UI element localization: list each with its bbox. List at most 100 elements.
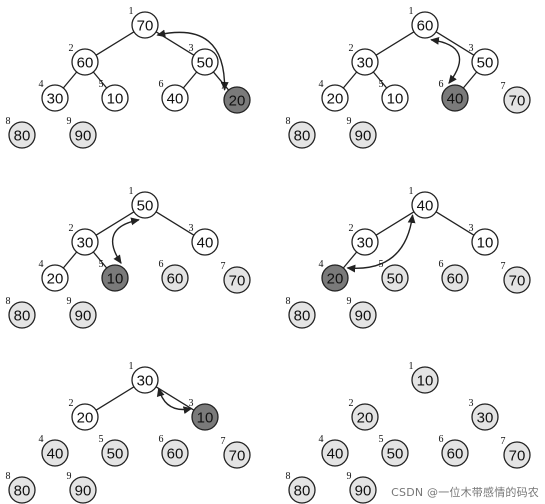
heap-node: 909 — [67, 296, 97, 329]
tree-edge — [92, 251, 108, 269]
heap-node: 808 — [286, 116, 316, 149]
tree-edge — [342, 71, 358, 89]
node-value: 50 — [107, 446, 124, 463]
swap-arrow — [156, 29, 229, 91]
heap-node: 701 — [129, 6, 159, 39]
node-value: 20 — [357, 410, 374, 427]
node-circle — [381, 84, 409, 112]
node-index-label: 1 — [409, 186, 414, 197]
node-value: 30 — [477, 410, 494, 427]
node-index-label: 2 — [349, 223, 354, 234]
heap-node: 105 — [99, 259, 129, 292]
node-index-label: 6 — [159, 79, 164, 90]
node-index-label: 1 — [409, 6, 414, 17]
heap-node: 204 — [319, 259, 349, 292]
heap-node: 403 — [189, 223, 219, 256]
heap-node: 707 — [221, 261, 251, 294]
heap-node: 707 — [501, 81, 531, 114]
node-index-label: 3 — [469, 398, 474, 409]
node-value: 80 — [294, 308, 311, 325]
node-value: 10 — [387, 91, 404, 108]
node-value: 70 — [137, 18, 154, 35]
node-circle — [351, 403, 379, 431]
node-circle — [381, 439, 409, 467]
node-value: 60 — [417, 18, 434, 35]
node-value: 60 — [167, 446, 184, 463]
node-value: 60 — [77, 55, 94, 72]
node-value: 20 — [327, 91, 344, 108]
node-value: 90 — [75, 308, 92, 325]
heap-node: 909 — [67, 116, 97, 149]
node-index-label: 4 — [319, 259, 324, 270]
heap-node: 304 — [39, 79, 69, 112]
node-value: 90 — [75, 128, 92, 145]
node-circle — [349, 476, 377, 504]
node-index-label: 5 — [379, 434, 384, 445]
node-circle — [288, 476, 316, 504]
node-value: 30 — [77, 235, 94, 252]
node-index-label: 2 — [349, 398, 354, 409]
heap-node: 105 — [379, 79, 409, 112]
heap-node: 301 — [129, 361, 159, 394]
node-circle — [411, 11, 439, 39]
node-value: 80 — [14, 483, 31, 500]
node-index-label: 4 — [39, 259, 44, 270]
node-circle — [321, 84, 349, 112]
node-value: 50 — [197, 55, 214, 72]
node-value: 10 — [477, 235, 494, 252]
node-index-label: 4 — [319, 79, 324, 90]
node-index-label: 4 — [39, 434, 44, 445]
node-value: 10 — [107, 271, 124, 288]
heap-node: 302 — [69, 223, 99, 256]
node-value: 80 — [14, 308, 31, 325]
node-index-label: 7 — [501, 436, 506, 447]
node-index-label: 6 — [159, 434, 164, 445]
node-index-label: 6 — [439, 434, 444, 445]
tree-edge — [372, 71, 388, 89]
heap-node: 505 — [379, 259, 409, 292]
node-value: 20 — [47, 271, 64, 288]
swap-arrow — [111, 217, 140, 265]
node-index-label: 9 — [67, 296, 72, 307]
tree-edge — [95, 386, 135, 411]
node-circle — [411, 366, 439, 394]
swap-arrow — [346, 214, 416, 273]
node-value: 80 — [14, 128, 31, 145]
csdn-watermark: CSDN @一位木带感情的码农 — [391, 486, 539, 499]
node-index-label: 2 — [69, 43, 74, 54]
node-circle — [503, 441, 531, 469]
node-circle — [131, 366, 159, 394]
heap-node: 302 — [349, 223, 379, 256]
node-circle — [349, 121, 377, 149]
node-value: 70 — [229, 448, 246, 465]
heap-node: 401 — [409, 186, 439, 219]
node-value: 60 — [447, 446, 464, 463]
node-value: 30 — [47, 91, 64, 108]
node-index-label: 5 — [99, 259, 104, 270]
node-value: 50 — [477, 55, 494, 72]
heap-node: 909 — [67, 471, 97, 504]
node-index-label: 7 — [221, 261, 226, 272]
heap-node: 707 — [501, 436, 531, 469]
node-value: 50 — [387, 446, 404, 463]
node-value: 40 — [167, 91, 184, 108]
node-index-label: 5 — [99, 79, 104, 90]
node-index-label: 6 — [439, 259, 444, 270]
heap-node: 105 — [99, 79, 129, 112]
node-value: 40 — [197, 235, 214, 252]
heap-node: 303 — [469, 398, 499, 431]
node-circle — [69, 301, 97, 329]
node-value: 90 — [355, 308, 372, 325]
node-value: 70 — [509, 273, 526, 290]
heap-node: 808 — [6, 296, 36, 329]
node-circle — [161, 264, 189, 292]
heap-node: 406 — [439, 79, 469, 112]
node-index-label: 5 — [379, 79, 384, 90]
node-index-label: 9 — [347, 296, 352, 307]
node-circle — [441, 84, 469, 112]
